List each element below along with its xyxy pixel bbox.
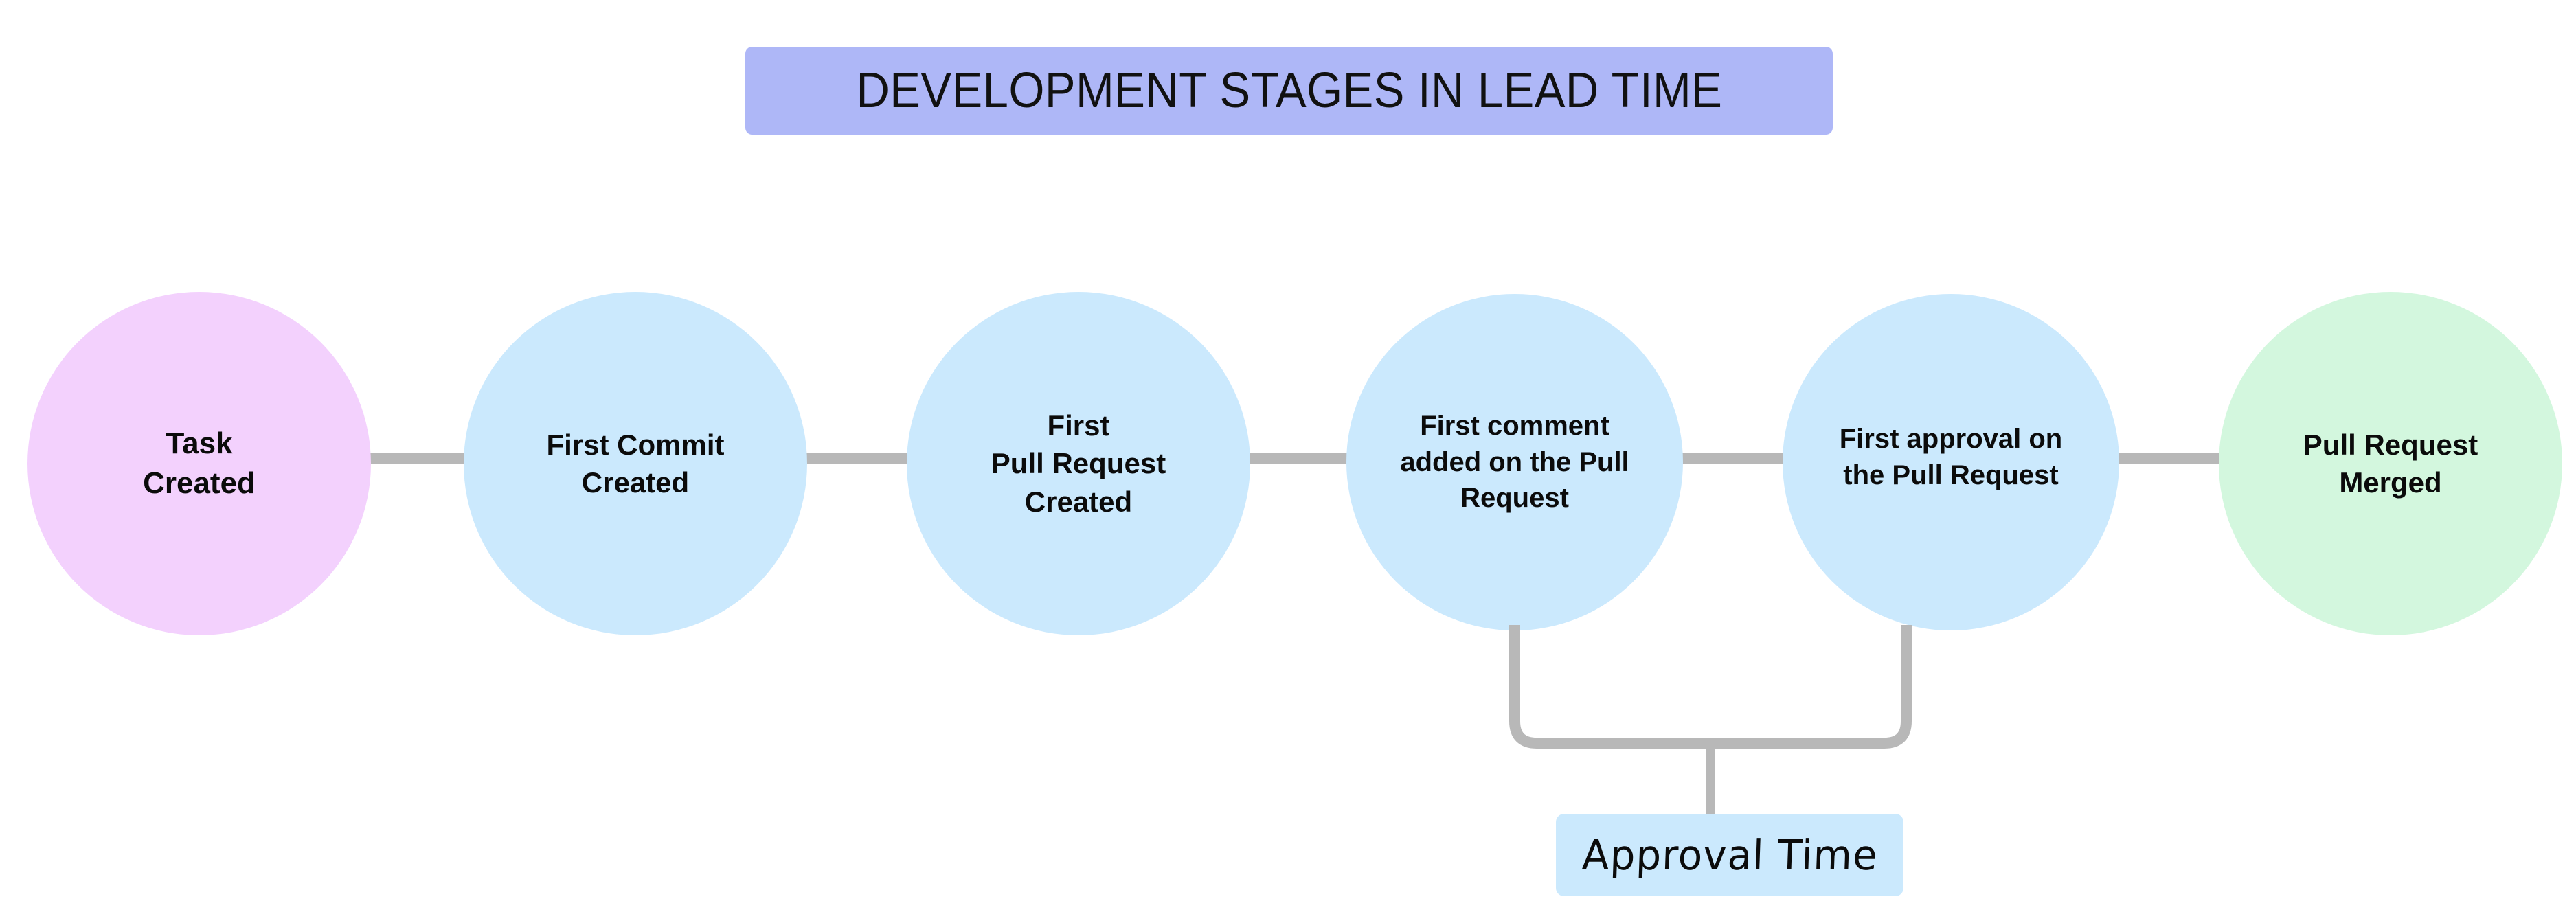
stage-node-first-approval-on-pull-request[interactable]: First approval on the Pull Request — [1783, 294, 2119, 630]
stage-label-first-comment-on-pull-request: First comment added on the Pull Request — [1400, 410, 1629, 514]
approval-time-bracket — [1509, 625, 1912, 816]
stage-label-first-pull-request-created: First Pull Request Created — [991, 409, 1166, 518]
approval-time-chip[interactable]: Approval Time — [1556, 814, 1903, 896]
page-title: DEVELOPMENT STAGES IN LEAD TIME — [856, 63, 1722, 118]
connector-comment-to-approval — [1676, 453, 1789, 464]
stage-node-first-pull-request-created[interactable]: First Pull Request Created — [907, 292, 1250, 635]
stage-label-first-commit-created: First Commit Created — [546, 428, 725, 499]
connector-approval-to-merged — [2112, 453, 2226, 464]
connector-task-to-commit — [364, 453, 474, 464]
stage-label-first-approval-on-pull-request: First approval on the Pull Request — [1839, 424, 2063, 490]
diagram-title-banner: DEVELOPMENT STAGES IN LEAD TIME — [745, 47, 1833, 135]
stage-label-pull-request-merged: Pull Request Merged — [2303, 428, 2478, 499]
approval-time-label: Approval Time — [1581, 830, 1879, 880]
stage-node-pull-request-merged[interactable]: Pull Request Merged — [2219, 292, 2562, 635]
stage-node-first-comment-on-pull-request[interactable]: First comment added on the Pull Request — [1346, 294, 1683, 630]
stage-node-first-commit-created[interactable]: First Commit Created — [464, 292, 807, 635]
stage-label-task-created: Task Created — [143, 426, 256, 500]
connector-commit-to-pr — [800, 453, 910, 464]
connector-pr-to-comment — [1236, 453, 1353, 464]
stage-node-task-created[interactable]: Task Created — [27, 292, 371, 635]
